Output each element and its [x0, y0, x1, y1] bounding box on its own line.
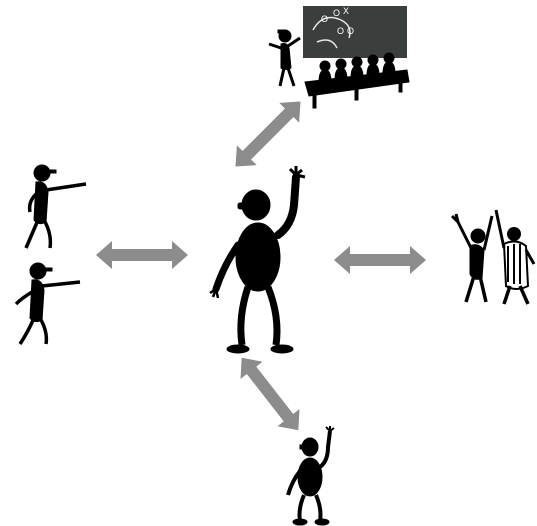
- arrow-to-classroom: [226, 92, 311, 177]
- person-waving-icon: [280, 425, 340, 526]
- player-figure: [452, 214, 492, 302]
- referee-icon: [440, 200, 537, 310]
- person-pointing-icon: [4, 258, 89, 353]
- arrow-to-referee: [334, 246, 426, 274]
- person-pointing-icon: [8, 160, 93, 255]
- arrow-to-pointing-players: [96, 241, 188, 269]
- referee-figure: [496, 210, 534, 304]
- person-waving-icon: [200, 165, 320, 360]
